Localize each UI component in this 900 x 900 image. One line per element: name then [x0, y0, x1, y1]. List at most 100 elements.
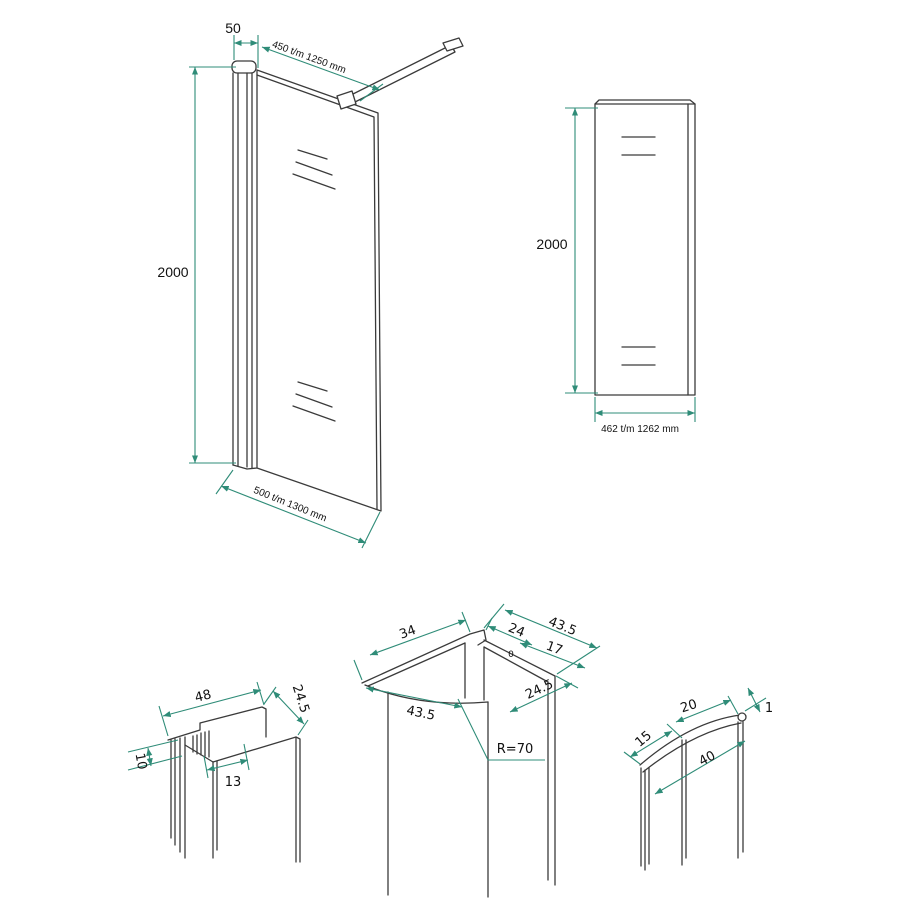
dimension-24-5-center: 24.5 [509, 675, 579, 713]
dimension-line [146, 747, 153, 767]
dimension-13: 13 [203, 743, 250, 790]
dimension-1: 1 [744, 687, 773, 716]
dimension-label-24-5-wall: 24.5 [289, 683, 312, 715]
dimension-label-48: 48 [193, 687, 213, 706]
stabilizer [336, 37, 464, 110]
dimension-label-height: 2000 [157, 264, 188, 280]
dimension-line [369, 619, 467, 656]
dimension-20: 20 [675, 695, 739, 723]
dimension-label-24: 24 [506, 621, 527, 641]
extension-line [256, 681, 265, 706]
stabilizer-bar [346, 44, 456, 105]
dimension-label-43-5-front: 43.5 [405, 703, 436, 724]
extension-line [263, 686, 277, 705]
frosted-strip [297, 381, 328, 392]
dimension-24: 24 [485, 617, 533, 646]
frosted-strip [292, 405, 336, 422]
dimension-10: 10 [127, 739, 183, 771]
dimension-15: 15 [623, 723, 683, 765]
dimension-label-20: 20 [679, 697, 699, 716]
front-flange [212, 736, 301, 863]
front-dimension-label-width: 462 t/m 1262 mm [601, 424, 679, 435]
extension-line [483, 603, 505, 629]
end-cap-detail: 15 20 1 40 [623, 687, 773, 871]
dimension-line [365, 686, 463, 709]
dimension-34: 34 [353, 611, 471, 681]
frosted-strip [295, 161, 333, 176]
dimension-line [519, 642, 586, 669]
right-part-inner [483, 646, 549, 683]
cap-inner-arc [642, 722, 742, 773]
dimension-label-bar-length: 450 t/m 1250 mm [270, 39, 347, 76]
dimension-line [261, 46, 381, 91]
dimension-43-5-top: 43.5 [483, 603, 601, 675]
frosted-strip [295, 393, 333, 408]
dimension-label-radius: R=70 [497, 742, 533, 757]
dimension-line [654, 740, 746, 795]
back-plate-top [167, 706, 267, 741]
right-part-top [483, 639, 556, 677]
dimension-label-10: 10 [132, 752, 150, 771]
extension-line [623, 751, 641, 765]
dimension-label-24-5-center: 24.5 [523, 677, 556, 703]
dimension-label-43-5-top: 43.5 [546, 614, 578, 639]
front-dimension-width: 462 t/m 1262 mm [594, 397, 696, 435]
front-glass-panel [594, 99, 696, 396]
extension-line [727, 695, 739, 715]
dimension-line [272, 690, 305, 725]
extension-line [461, 611, 471, 633]
extension-line [555, 675, 579, 689]
dimension-40: 40 [654, 740, 746, 795]
dimension-label-1: 1 [765, 701, 773, 716]
dimension-17: 17 0 [508, 639, 586, 669]
dimension-label-13: 13 [225, 775, 242, 790]
extension-line [215, 469, 234, 495]
front-dimension-height: 2000 [536, 107, 598, 394]
front-view: 2000 462 t/m 1262 mm [536, 99, 696, 435]
frosted-strip [297, 149, 328, 160]
dimension-profile-width: 50 [225, 20, 259, 68]
dimension-radius: R=70 [457, 698, 545, 761]
extension-line [127, 755, 183, 771]
dimension-line [509, 682, 573, 713]
frosted-strips-upper [292, 149, 336, 190]
cap-top-arc [639, 714, 741, 766]
dimension-line [747, 687, 761, 713]
cap-end-bead [737, 712, 747, 722]
glass-panel [256, 69, 382, 512]
extension-line [158, 705, 169, 737]
dimension-label-40: 40 [697, 748, 719, 769]
dimension-line [220, 485, 367, 544]
profile-top-edge [361, 629, 487, 684]
dimension-48: 48 [158, 681, 265, 737]
frosted-strip [292, 173, 336, 190]
front-dimension-label-height: 2000 [536, 236, 567, 252]
dimension-label-34: 34 [397, 623, 418, 643]
extension-line [127, 739, 179, 753]
wall-bracket [442, 37, 464, 52]
dimension-line [504, 609, 598, 649]
profile-ribs [192, 730, 210, 758]
extension-line [744, 697, 767, 712]
dimension-24-5-wall: 24.5 [263, 683, 312, 736]
center-profile-detail: 34 24 43.5 17 0 24.5 43.5 [353, 603, 601, 898]
front-frosted-strips [621, 136, 656, 366]
wall-profile [231, 60, 258, 470]
wall-profile-detail: 48 24.5 10 13 [127, 681, 312, 863]
extension-line [666, 723, 683, 739]
dimension-line [629, 730, 673, 758]
frosted-strips-lower [292, 381, 336, 422]
wall-view: 2000 50 450 t/m 1250 mm 500 t/m 1300 mm [157, 20, 464, 549]
dimension-line [206, 758, 249, 772]
dimension-height: 2000 [157, 66, 236, 464]
extension-line [297, 719, 309, 736]
dimension-label-15: 15 [633, 728, 655, 750]
extension-line [243, 743, 250, 771]
profile-top-inner [367, 642, 466, 687]
glass-clamp [336, 90, 357, 110]
dimension-label-small-mark: 0 [508, 650, 514, 660]
extension-line [203, 755, 209, 779]
extension-line [353, 659, 363, 681]
radius-leader [457, 698, 545, 761]
